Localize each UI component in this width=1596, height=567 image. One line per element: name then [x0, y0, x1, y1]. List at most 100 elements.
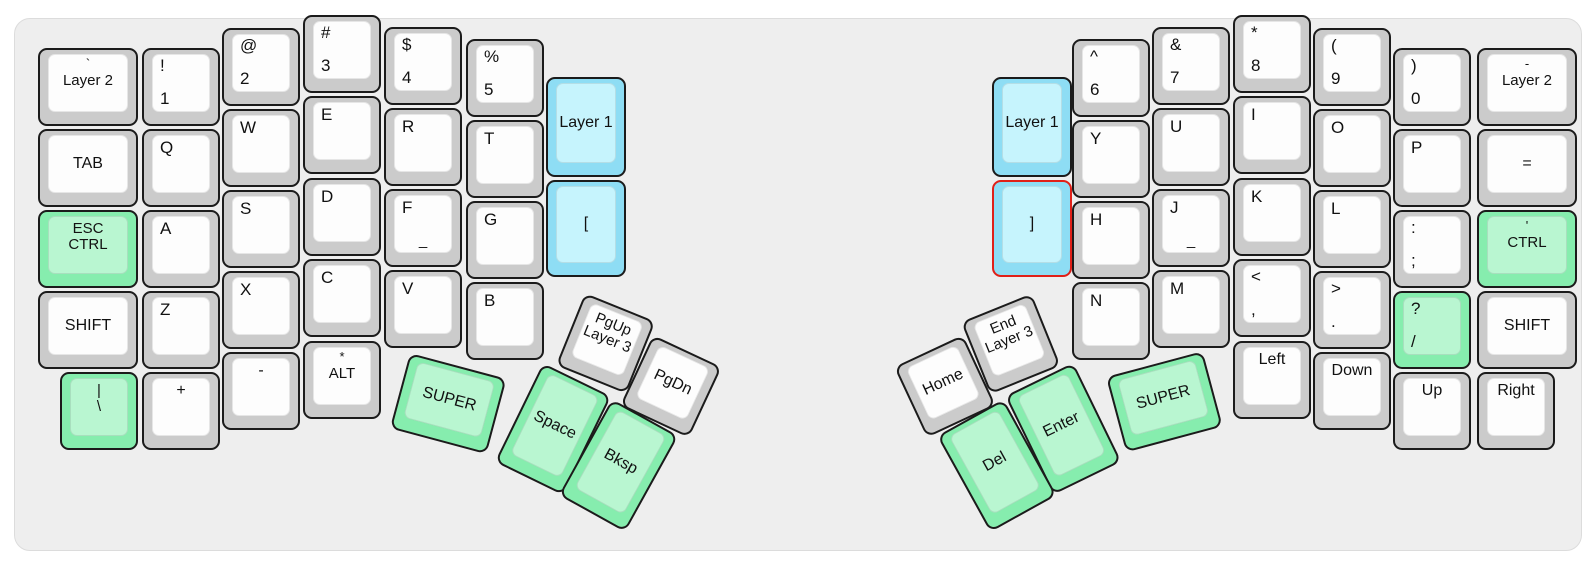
key-hash-3[interactable]: #3 — [303, 15, 381, 93]
key-label: > — [1331, 279, 1341, 298]
keycap-top: Up — [1403, 378, 1461, 436]
key-colon-semicolon[interactable]: :; — [1393, 210, 1471, 288]
keycap-top: R — [394, 114, 452, 172]
key-label: SHIFT — [64, 316, 112, 334]
key-x[interactable]: X — [222, 271, 300, 349]
key-label: ? — [1411, 299, 1421, 318]
key-n[interactable]: N — [1072, 282, 1150, 360]
key-u[interactable]: U — [1152, 108, 1230, 186]
key-d[interactable]: D — [303, 178, 381, 256]
key-at-2[interactable]: @2 — [222, 28, 300, 106]
key-label: Up — [1421, 382, 1443, 399]
key-shift-left[interactable]: SHIFT — [38, 291, 138, 369]
key-label: H — [1090, 210, 1103, 229]
key-question-slash[interactable]: ?/ — [1393, 291, 1471, 369]
key-quote-ctrl[interactable]: 'CTRL — [1477, 210, 1577, 288]
key-label: I — [1251, 105, 1256, 124]
key-less-comma[interactable]: <, — [1233, 259, 1311, 337]
key-r[interactable]: R — [384, 108, 462, 186]
key-label: P — [1411, 138, 1423, 157]
key-shift-right[interactable]: SHIFT — [1477, 291, 1577, 369]
key-label: 5 — [484, 80, 494, 100]
key-label: 0 — [1411, 89, 1421, 109]
key-label: F — [402, 198, 413, 217]
keycap-top: &7 — [1162, 33, 1220, 91]
keycap-top: L — [1323, 196, 1381, 254]
key-greater-period[interactable]: >. — [1313, 271, 1391, 349]
key-layer1-left[interactable]: Layer 1 — [546, 77, 626, 177]
key-caret-6[interactable]: ^6 — [1072, 39, 1150, 117]
key-g[interactable]: G — [466, 201, 544, 279]
keycap-top: `Layer 2 — [48, 54, 128, 112]
key-a[interactable]: A — [142, 210, 220, 288]
key-right[interactable]: Right — [1477, 372, 1555, 450]
key-label: L — [1331, 199, 1341, 218]
key-i[interactable]: I — [1233, 96, 1311, 174]
key-label: - — [258, 362, 264, 379]
key-w[interactable]: W — [222, 109, 300, 187]
key-lbracket[interactable]: [ — [546, 180, 626, 277]
keycap-top: ] — [1002, 186, 1062, 263]
key-h[interactable]: H — [1072, 201, 1150, 279]
key-m[interactable]: M — [1152, 270, 1230, 348]
key-z[interactable]: Z — [142, 291, 220, 369]
key-label: . — [1331, 312, 1336, 332]
keycap-top: Home — [905, 344, 981, 421]
key-equals[interactable]: = — [1477, 129, 1577, 207]
keycap-top: SUPER — [1117, 359, 1210, 437]
key-c[interactable]: C — [303, 259, 381, 337]
key-percent-5[interactable]: %5 — [466, 39, 544, 117]
key-v[interactable]: V — [384, 270, 462, 348]
keycap-top: W — [232, 115, 290, 173]
key-t[interactable]: T — [466, 120, 544, 198]
key-e[interactable]: E — [303, 96, 381, 174]
key-left[interactable]: Left — [1233, 341, 1311, 419]
key-amp-7[interactable]: &7 — [1152, 27, 1230, 105]
key-rparen-0[interactable]: )0 — [1393, 48, 1471, 126]
key-asterisk-8[interactable]: *8 — [1233, 15, 1311, 93]
key-label: , — [1251, 300, 1256, 320]
keycap-top: [ — [556, 186, 616, 263]
key-minus-left[interactable]: - — [222, 352, 300, 430]
key-rbracket[interactable]: ] — [992, 180, 1072, 277]
key-label: ^ — [1090, 47, 1098, 66]
key-y[interactable]: Y — [1072, 120, 1150, 198]
key-p[interactable]: P — [1393, 129, 1471, 207]
key-l[interactable]: L — [1313, 190, 1391, 268]
key-j[interactable]: J_ — [1152, 189, 1230, 267]
keycap-top: (9 — [1323, 34, 1381, 92]
keycap-top: *ALT — [313, 347, 371, 405]
key-dollar-4[interactable]: $4 — [384, 27, 462, 105]
key-down[interactable]: Down — [1313, 352, 1391, 430]
keycap-top: X — [232, 277, 290, 335]
key-grave-layer2[interactable]: `Layer 2 — [38, 48, 138, 126]
key-pipe-backslash[interactable]: |\ — [60, 372, 138, 450]
key-k[interactable]: K — [1233, 178, 1311, 256]
key-lparen-9[interactable]: (9 — [1313, 28, 1391, 106]
key-up[interactable]: Up — [1393, 372, 1471, 450]
key-b[interactable]: B — [466, 282, 544, 360]
key-o[interactable]: O — [1313, 109, 1391, 187]
key-exclaim-1[interactable]: !1 — [142, 48, 220, 126]
keycap-top: Y — [1082, 126, 1140, 184]
key-plus[interactable]: + — [142, 372, 220, 450]
key-asterisk-alt[interactable]: *ALT — [303, 341, 381, 419]
key-tab[interactable]: TAB — [38, 129, 138, 207]
key-label: 2 — [240, 69, 250, 89]
key-label: : — [1411, 218, 1416, 237]
key-q[interactable]: Q — [142, 129, 220, 207]
key-dash-layer2[interactable]: -Layer 2 — [1477, 48, 1577, 126]
key-label: S — [240, 199, 252, 218]
key-label: Z — [160, 300, 171, 319]
keycap-top: >. — [1323, 277, 1381, 335]
key-layer1-right[interactable]: Layer 1 — [992, 77, 1072, 177]
key-s[interactable]: S — [222, 190, 300, 268]
key-label: C — [321, 268, 334, 287]
keycap-top: Right — [1487, 378, 1545, 436]
key-f[interactable]: F_ — [384, 189, 462, 267]
key-label: Right — [1497, 382, 1535, 399]
key-label: ! — [160, 56, 165, 75]
